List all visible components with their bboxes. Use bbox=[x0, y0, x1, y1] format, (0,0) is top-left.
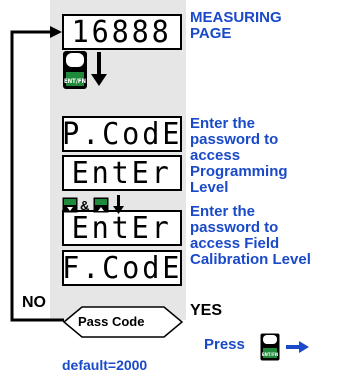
programming-level-label: Enter the password to access Programming… bbox=[190, 115, 288, 196]
field-calibration-label: Enter the password to access Field Calib… bbox=[190, 203, 311, 268]
down-arrow-icon bbox=[113, 195, 124, 214]
pass-code-decision bbox=[62, 306, 184, 338]
press-label: Press bbox=[204, 336, 245, 353]
fcode-display: F.CodE bbox=[61, 250, 183, 286]
pcode-display: P.CodE bbox=[61, 116, 183, 152]
svg-text:ENT/FN: ENT/FN bbox=[64, 78, 87, 85]
up-key-icon bbox=[93, 197, 109, 213]
measuring-display: 16888 bbox=[62, 14, 182, 50]
pass-code-label: Pass Code bbox=[78, 314, 145, 329]
enter-fn-key-icon: ENT/FN bbox=[63, 51, 87, 89]
yes-label: YES bbox=[190, 302, 223, 319]
enter-fn-key-icon: ENT/FN bbox=[260, 333, 280, 361]
enter-display-programming: EntEr bbox=[62, 155, 182, 191]
no-label: NO bbox=[22, 294, 46, 311]
down-arrow-icon bbox=[91, 52, 107, 86]
amp-separator: & bbox=[80, 198, 90, 213]
right-arrow-icon bbox=[286, 341, 309, 353]
measuring-page-label: MEASURING PAGE bbox=[190, 9, 282, 42]
default-password-label: default=2000 bbox=[62, 357, 148, 373]
down-key-icon bbox=[62, 197, 78, 213]
svg-text:ENT/FN: ENT/FN bbox=[262, 352, 278, 357]
enter-display-field: EntEr bbox=[62, 210, 182, 246]
